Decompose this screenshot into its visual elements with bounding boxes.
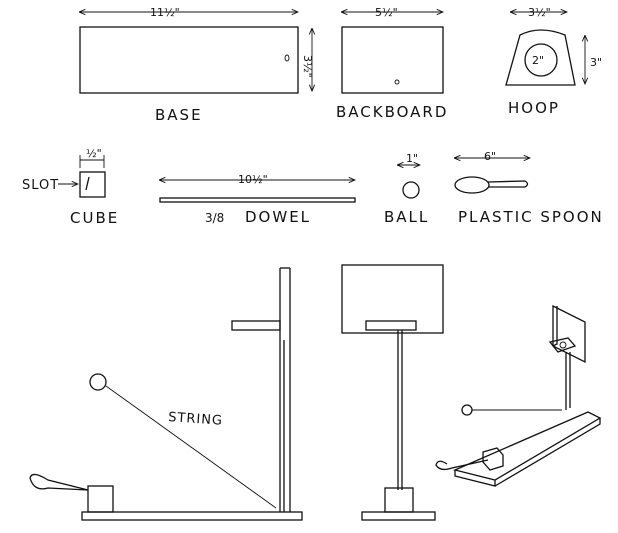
- base-board: [79, 26, 299, 94]
- spoon-handle: [487, 180, 529, 188]
- persp-spoon: [435, 459, 489, 471]
- persp-cube: [482, 447, 504, 471]
- side-string: [105, 385, 277, 509]
- cube-part: ½" SLOT CUBE: [22, 147, 119, 227]
- backboard-hole: [394, 79, 400, 85]
- dowel-part: 10½" 3/8 DOWEL: [160, 173, 355, 226]
- base-part: 11½" 3½" BASE: [80, 6, 314, 124]
- string-label: STRING: [168, 410, 224, 429]
- spoon-length-dim: 6": [484, 150, 496, 163]
- front-view-assembly: [341, 264, 444, 521]
- front-backboard: [341, 264, 444, 334]
- cube-block: [79, 171, 106, 198]
- ball-part: 1" BALL: [384, 152, 429, 226]
- backboard-part: 5½" BACKBOARD: [336, 6, 448, 121]
- dowel-label: DOWEL: [245, 208, 311, 226]
- backboard-label: BACKBOARD: [336, 103, 448, 121]
- persp-backboard: [552, 304, 586, 364]
- hoop-height-dim: 3": [590, 56, 602, 69]
- side-spoon: [29, 473, 89, 491]
- ball-label: BALL: [384, 208, 429, 226]
- ball-sphere: [402, 181, 420, 199]
- base-label: BASE: [155, 106, 203, 124]
- hoop-part: 3½" 2" 3" HOOP: [505, 6, 602, 117]
- persp-base-top: [452, 411, 602, 481]
- front-base: [361, 511, 436, 521]
- base-hole: [284, 54, 290, 62]
- hoop-hole-dim: 2": [532, 54, 544, 67]
- perspective-assembly: [435, 304, 602, 487]
- cube-slot-mark: [85, 176, 90, 191]
- side-hoop: [231, 320, 281, 331]
- hoop-plate: [505, 29, 576, 86]
- hoop-ring-hole: [524, 43, 558, 77]
- dowel-rod: [159, 197, 356, 203]
- side-cube: [87, 485, 114, 513]
- cube-size-dim: ½": [86, 147, 102, 160]
- dowel-length-dim: 10½": [238, 173, 268, 186]
- front-cube: [384, 487, 414, 513]
- spoon-bowl: [454, 176, 490, 194]
- hoop-label: HOOP: [508, 99, 560, 117]
- base-width-dim: 11½": [150, 6, 180, 19]
- front-hoop: [365, 320, 417, 331]
- hoop-width-dim: 3½": [528, 6, 551, 19]
- side-base: [81, 511, 303, 521]
- side-view-assembly: STRING: [29, 267, 303, 521]
- ball-size-dim: 1": [406, 152, 418, 165]
- spoon-label: PLASTIC SPOON: [458, 208, 604, 226]
- persp-ball: [461, 404, 473, 416]
- side-ball: [89, 373, 107, 391]
- backboard-width-dim: 5½": [375, 6, 398, 19]
- slot-label: SLOT: [22, 178, 59, 193]
- dowel-diameter: 3/8: [205, 211, 224, 225]
- spoon-part: 6" PLASTIC SPOON: [454, 150, 604, 226]
- cube-label: CUBE: [70, 209, 119, 227]
- persp-hoop: [548, 337, 577, 353]
- base-height-dim: 3½": [301, 55, 314, 78]
- backboard-panel: [341, 26, 444, 94]
